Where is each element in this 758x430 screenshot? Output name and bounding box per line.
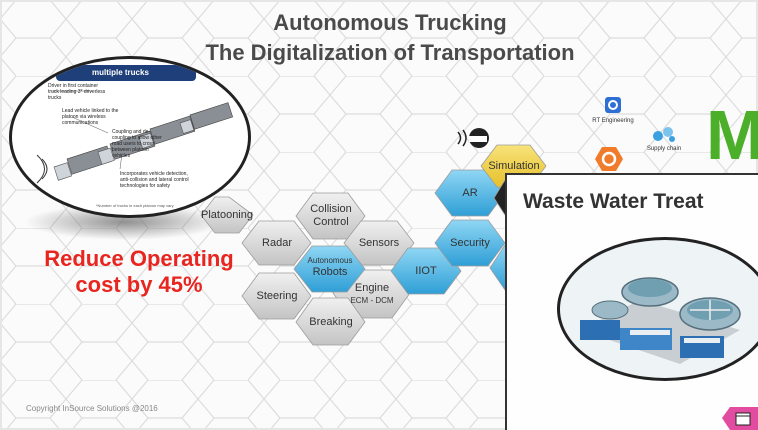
hex-label-iiot: IIOT (415, 265, 437, 277)
platoon-heading: multiple trucks (92, 68, 149, 77)
hex-label-engine-sub: ECM - DCM (350, 296, 394, 305)
waste-water-title: Waste Water Treat (523, 190, 704, 213)
supply-chain-label: Supply chain (646, 146, 682, 152)
hex-security (434, 219, 506, 267)
hex-label-breaking: Breaking (309, 316, 353, 328)
slide-subtitle: The Digitalization of Transportation (205, 40, 575, 65)
hex-label-simulation: Simulation (488, 160, 540, 172)
supply-chain-icon (653, 127, 675, 142)
platoon-note-3: Coupling and de-coupling to allow other … (112, 129, 162, 159)
hex-label-radar: Radar (262, 237, 292, 249)
hex-radar (241, 220, 312, 266)
slide-title: Autonomous Trucking (273, 10, 507, 35)
big-green-letter: M (706, 96, 758, 174)
hex-label-ar: AR (462, 187, 478, 199)
hex-platooning (200, 196, 254, 234)
rt-engineering-icon (605, 97, 621, 113)
hex-label-security: Security (450, 237, 490, 249)
platoon-note-2: Lead vehicle linked to the platoon via w… (62, 108, 119, 126)
hex-label-autonomous: Autonomous (307, 256, 353, 265)
headline-line-2: cost by 45% (75, 272, 203, 297)
rt-engineering-label: RT Engineering (592, 118, 634, 124)
hex-label-steering: Steering (256, 290, 298, 302)
vr-headset-icon (457, 128, 489, 148)
hex-steering (241, 272, 312, 320)
hex-label-platooning: Platooning (201, 209, 253, 221)
hex-autonomous-robots (293, 245, 366, 293)
hex-label-collision-control: Collision Control (310, 203, 352, 228)
pink-film-icon (722, 407, 758, 430)
hex-label-sensors: Sensors (358, 237, 400, 249)
platoon-note-1: Driver in first container truck leading … (48, 83, 106, 101)
water-treatment-image (557, 237, 758, 381)
headline-line-1: Reduce Operating (44, 246, 234, 271)
platoon-footnote: *Number of trucks in each platoon may va… (96, 203, 174, 208)
hex-label-engine: Engine (354, 282, 390, 294)
copyright-text: Copyright InSource Solutions @2016 (26, 404, 158, 413)
hex-breaking (295, 297, 366, 346)
platoon-note-4: Incorporates vehicle detection, anti-col… (120, 171, 189, 189)
platoon-truck-image: multiple trucks Driver in first (9, 56, 251, 218)
orange-gear-icon (595, 147, 623, 171)
hex-label-robots: Robots (312, 266, 348, 278)
